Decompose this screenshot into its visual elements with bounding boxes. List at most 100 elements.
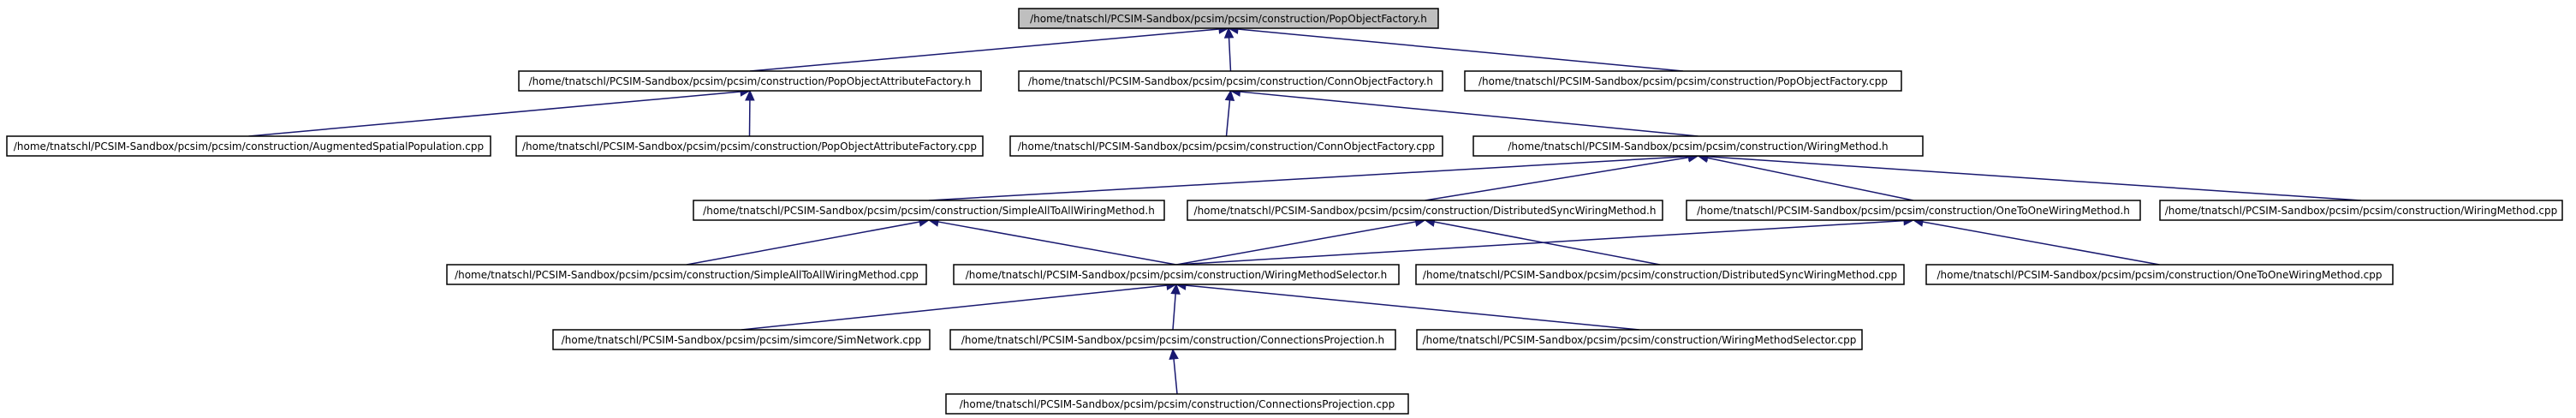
- file-node[interactable]: /home/tnatschl/PCSIM-Sandbox/pcsim/pcsim…: [1018, 70, 1443, 92]
- edge-n0-n3: [1227, 24, 1684, 72]
- edge-line: [1707, 157, 1914, 201]
- file-node[interactable]: /home/tnatschl/PCSIM-Sandbox/pcsim/pcsim…: [945, 393, 1409, 415]
- edge-n10-n13: [1175, 215, 1915, 266]
- edge-line: [1237, 28, 1684, 72]
- edge-line: [741, 284, 1168, 331]
- node-box: [515, 135, 984, 157]
- node-label: /home/tnatschl/PCSIM-Sandbox/pcsim/pcsim…: [1423, 269, 1897, 281]
- edge-n1-n5: [745, 89, 755, 137]
- edge-line: [1185, 284, 1640, 331]
- edge-n7-n8: [928, 151, 1699, 201]
- edge-line: [1434, 221, 1661, 266]
- edge-line: [1172, 293, 1176, 331]
- node-label: /home/tnatschl/PCSIM-Sandbox/pcsim/pcsim…: [703, 205, 1155, 217]
- node-box: [1187, 200, 1663, 221]
- arrowhead-icon: [1223, 27, 1234, 39]
- edge-line: [1707, 155, 2362, 201]
- edge-line: [749, 28, 1220, 72]
- file-node[interactable]: /home/tnatschl/PCSIM-Sandbox/pcsim/pcsim…: [1686, 200, 2141, 221]
- file-node[interactable]: /home/tnatschl/PCSIM-Sandbox/pcsim/pcsim…: [693, 200, 1165, 221]
- file-node[interactable]: /home/tnatschl/PCSIM-Sandbox/pcsim/pcsim…: [1416, 329, 1863, 350]
- edge-line: [1225, 99, 1231, 137]
- file-node[interactable]: /home/tnatschl/PCSIM-Sandbox/pcsim/pcsim…: [552, 329, 931, 350]
- node-label: /home/tnatschl/PCSIM-Sandbox/pcsim/pcsim…: [1194, 205, 1657, 217]
- node-box: [518, 70, 982, 92]
- node-box: [446, 264, 927, 285]
- edge-n8-n12: [686, 217, 931, 266]
- file-node[interactable]: /home/tnatschl/PCSIM-Sandbox/pcsim/pcsim…: [1925, 264, 2394, 285]
- node-box: [945, 393, 1409, 415]
- node-label: /home/tnatschl/PCSIM-Sandbox/pcsim/pcsim…: [1478, 75, 1888, 87]
- edge-line: [1922, 221, 2160, 266]
- node-label: /home/tnatschl/PCSIM-Sandbox/pcsim/pcsim…: [562, 334, 921, 346]
- edge-n13-n17: [1170, 283, 1181, 331]
- node-box: [1464, 70, 1902, 92]
- file-node[interactable]: /home/tnatschl/PCSIM-Sandbox/pcsim/pcsim…: [1009, 135, 1443, 157]
- file-node[interactable]: /home/tnatschl/PCSIM-Sandbox/pcsim/pcsim…: [949, 329, 1396, 350]
- edge-line: [248, 91, 741, 137]
- node-box: [6, 135, 491, 157]
- arrowhead-icon: [1224, 89, 1235, 101]
- node-box: [1018, 70, 1443, 92]
- node-label: /home/tnatschl/PCSIM-Sandbox/pcsim/pcsim…: [455, 269, 919, 281]
- arrowhead-icon: [745, 89, 755, 101]
- node-label: /home/tnatschl/PCSIM-Sandbox/pcsim/pcsim…: [1423, 334, 1857, 346]
- node-label: /home/tnatschl/PCSIM-Sandbox/pcsim/pcsim…: [14, 140, 484, 152]
- arrowhead-icon: [1170, 283, 1181, 295]
- edge-n2-n7: [1229, 87, 1698, 137]
- node-label: /home/tnatschl/PCSIM-Sandbox/pcsim/pcsim…: [1028, 75, 1433, 87]
- edge-n0-n2: [1223, 27, 1234, 72]
- node-label: /home/tnatschl/PCSIM-Sandbox/pcsim/pcsim…: [960, 398, 1395, 410]
- node-label: /home/tnatschl/PCSIM-Sandbox/pcsim/pcsim…: [529, 75, 972, 87]
- node-label: /home/tnatschl/PCSIM-Sandbox/pcsim/pcsim…: [961, 334, 1384, 346]
- edge-n13-n18: [1175, 280, 1640, 331]
- file-node[interactable]: /home/tnatschl/PCSIM-Sandbox/pcsim/pcsim…: [1464, 70, 1902, 92]
- node-label: /home/tnatschl/PCSIM-Sandbox/pcsim/pcsim…: [1018, 140, 1435, 152]
- node-box: [1686, 200, 2141, 221]
- arrowhead-icon: [1169, 348, 1179, 361]
- node-box: [2159, 200, 2563, 221]
- edge-n7-n9: [1425, 152, 1699, 201]
- edge-line: [1240, 91, 1698, 137]
- nodes-layer: /home/tnatschl/PCSIM-Sandbox/pcsim/pcsim…: [6, 8, 2563, 415]
- edge-n0-n1: [749, 24, 1230, 72]
- edge-line: [928, 155, 1689, 201]
- edge-line: [1228, 37, 1232, 72]
- edge-n10-n15: [1912, 217, 2160, 266]
- file-node[interactable]: /home/tnatschl/PCSIM-Sandbox/pcsim/pcsim…: [1472, 135, 1924, 157]
- file-node[interactable]: /home/tnatschl/PCSIM-Sandbox/pcsim/pcsim…: [1415, 264, 1905, 285]
- file-node[interactable]: /home/tnatschl/PCSIM-Sandbox/pcsim/pcsim…: [2159, 200, 2563, 221]
- edge-n13-n16: [741, 280, 1178, 331]
- edge-line: [1175, 221, 1416, 266]
- node-box: [953, 264, 1400, 285]
- node-box: [552, 329, 931, 350]
- edge-line: [1175, 219, 1905, 266]
- edge-n2-n6: [1224, 89, 1235, 137]
- node-box: [1416, 329, 1863, 350]
- node-box: [1018, 8, 1439, 29]
- file-node[interactable]: /home/tnatschl/PCSIM-Sandbox/pcsim/pcsim…: [953, 264, 1400, 285]
- edge-n1-n4: [248, 87, 752, 137]
- file-node[interactable]: /home/tnatschl/PCSIM-Sandbox/pcsim/pcsim…: [518, 70, 982, 92]
- node-label: /home/tnatschl/PCSIM-Sandbox/pcsim/pcsim…: [1936, 269, 2382, 281]
- edge-n8-n13: [927, 217, 1177, 266]
- node-label: /home/tnatschl/PCSIM-Sandbox/pcsim/pcsim…: [2165, 205, 2558, 217]
- file-node[interactable]: /home/tnatschl/PCSIM-Sandbox/pcsim/pcsim…: [1187, 200, 1663, 221]
- node-label: /home/tnatschl/PCSIM-Sandbox/pcsim/pcsim…: [966, 269, 1387, 281]
- edge-line: [937, 221, 1177, 266]
- file-node[interactable]: /home/tnatschl/PCSIM-Sandbox/pcsim/pcsim…: [6, 135, 491, 157]
- edge-n7-n10: [1697, 152, 1914, 201]
- edge-line: [1425, 157, 1689, 201]
- node-box: [949, 329, 1396, 350]
- node-label: /home/tnatschl/PCSIM-Sandbox/pcsim/pcsim…: [1030, 13, 1427, 25]
- file-node[interactable]: /home/tnatschl/PCSIM-Sandbox/pcsim/pcsim…: [515, 135, 984, 157]
- node-box: [1472, 135, 1924, 157]
- node-label: /home/tnatschl/PCSIM-Sandbox/pcsim/pcsim…: [522, 140, 977, 152]
- node-box: [1925, 264, 2394, 285]
- edge-line: [686, 221, 920, 266]
- node-label: /home/tnatschl/PCSIM-Sandbox/pcsim/pcsim…: [1697, 205, 2130, 217]
- edge-n17-n19: [1169, 348, 1179, 395]
- file-node[interactable]: /home/tnatschl/PCSIM-Sandbox/pcsim/pcsim…: [446, 264, 927, 285]
- node-label: /home/tnatschl/PCSIM-Sandbox/pcsim/pcsim…: [1508, 140, 1888, 152]
